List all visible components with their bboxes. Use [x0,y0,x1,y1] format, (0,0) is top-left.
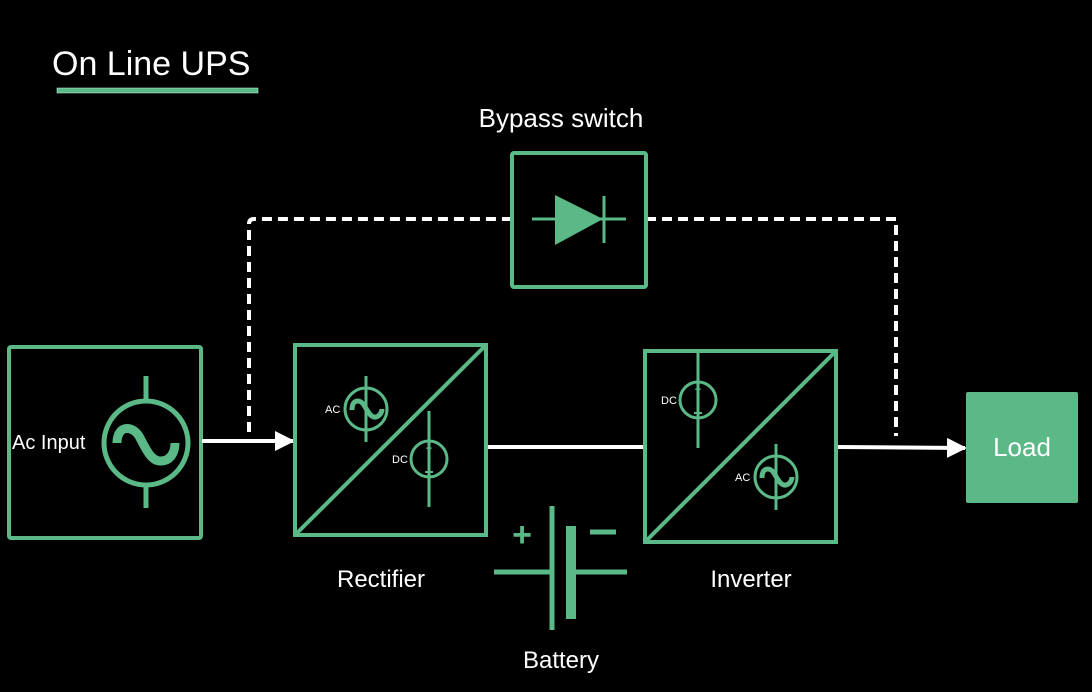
title-underline [56,87,259,94]
ac-source-icon [101,376,191,508]
battery-label: Battery [523,647,599,674]
rectifier-ac-label: AC [325,404,340,416]
inverter-ac-label: AC [735,472,750,484]
rectifier-block[interactable]: AC + DC [293,343,488,537]
connector-inverter-load [837,437,967,458]
load-label: Load [993,432,1051,462]
rectifier-label: Rectifier [337,566,425,593]
inverter-block[interactable]: + DC AC [643,349,838,544]
svg-text:+: + [695,384,701,396]
ac-input-block[interactable]: Ac Input [7,345,203,540]
bypass-path [247,217,898,436]
dc-source-icon: + [678,353,718,448]
load-block[interactable]: Load [966,392,1078,503]
battery[interactable]: + [494,506,627,630]
diode-icon [532,195,626,245]
svg-text:+: + [426,443,432,455]
bypass-switch[interactable] [510,151,648,289]
rectifier-dc-label: DC [392,454,408,466]
ac-input-label: Ac Input [12,432,86,454]
inverter-label: Inverter [710,566,791,593]
bypass-switch-label: Bypass switch [479,103,644,133]
dc-source-icon: + [409,411,449,507]
battery-plus-sign: + [512,516,532,554]
ac-source-icon [753,444,799,510]
ac-source-icon [343,376,389,442]
battery-icon [494,506,627,630]
page-title: On Line UPS [52,45,250,83]
inverter-dc-label: DC [661,395,677,407]
